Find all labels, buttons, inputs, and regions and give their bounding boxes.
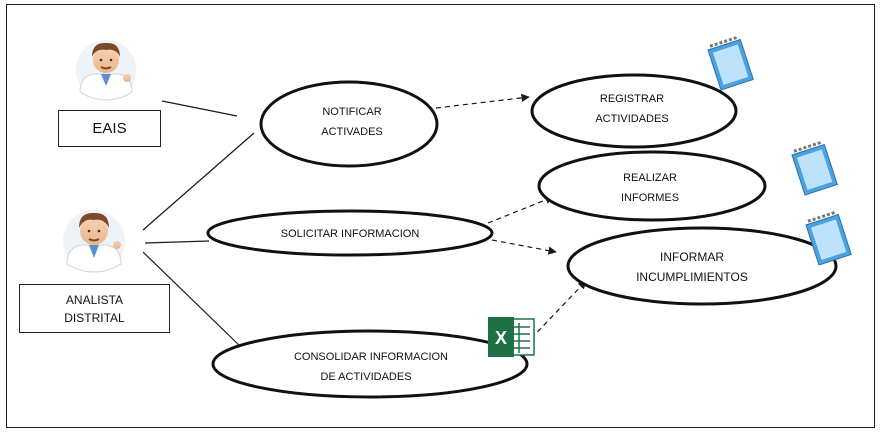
use-case-realizar-line1: REALIZAR <box>623 172 677 184</box>
use-case-notificar-line2: ACTIVADES <box>321 126 383 138</box>
use-case-solicitar-line1: SOLICITAR INFORMACION <box>281 228 420 240</box>
assoc-analista-solicitar <box>144 240 210 244</box>
doctor-avatar-icon <box>76 40 136 101</box>
assoc-analista-notificar <box>142 132 255 231</box>
include-notificar-registrar <box>435 93 530 109</box>
use-case-registrar-line1: REGISTRAR <box>600 93 664 105</box>
actor-eais-text: EAIS <box>92 120 127 137</box>
actor-eais-label: EAIS <box>58 110 161 147</box>
diagram-frame <box>6 4 875 428</box>
include-solicitar-realizar <box>487 195 554 224</box>
actor-analista-label: ANALISTA DISTRITAL <box>19 284 170 333</box>
assoc-eais-notificar <box>161 100 238 117</box>
notepad-icon <box>791 141 838 196</box>
actor-analista-line1: ANALISTA <box>65 292 124 307</box>
notepad-icon <box>805 211 852 266</box>
use-case-informar: INFORMAR INCUMPLIMIENTOS <box>566 226 838 306</box>
use-case-notificar-line1: NOTIFICAR <box>322 106 381 118</box>
assoc-analista-consolidar <box>142 251 241 347</box>
include-consolidar-informar <box>524 280 587 346</box>
use-case-registrar-line2: ACTIVIDADES <box>595 113 668 125</box>
use-case-informar-line2: INCUMPLIMIENTOS <box>636 270 748 284</box>
use-case-realizar: REALIZAR INFORMES <box>537 150 767 222</box>
use-case-registrar: REGISTRAR ACTIVIDADES <box>530 73 738 149</box>
use-case-notificar: NOTIFICAR ACTIVADES <box>259 80 439 168</box>
use-case-consolidar-line1: CONSOLIDAR INFORMACION <box>294 351 448 363</box>
excel-icon: X <box>488 317 535 357</box>
use-case-solicitar: SOLICITAR INFORMACION <box>206 209 494 257</box>
actor-analista-line2: DISTRITAL <box>64 310 125 325</box>
notepad-icon <box>707 36 754 91</box>
excel-letter: X <box>495 328 507 348</box>
use-case-consolidar-line2: DE ACTIVIDADES <box>320 371 411 383</box>
use-case-consolidar: CONSOLIDAR INFORMACION DE ACTIVIDADES <box>211 329 529 399</box>
use-case-informar-line1: INFORMAR <box>660 250 724 264</box>
include-solicitar-informar <box>491 239 557 255</box>
doctor-avatar-icon <box>63 210 125 273</box>
use-case-realizar-line2: INFORMES <box>621 192 679 204</box>
